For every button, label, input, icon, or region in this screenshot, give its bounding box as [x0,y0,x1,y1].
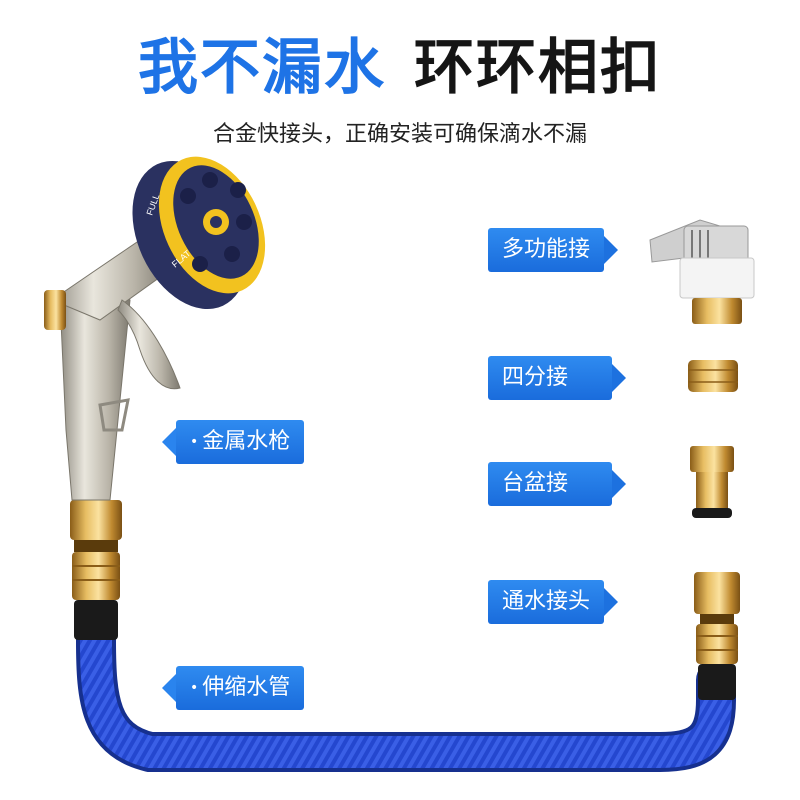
quarter-connector-label: 四分接 [488,356,626,400]
basin-connector [690,446,734,518]
headline: 我不漏水环环相扣 [0,30,800,106]
water-connector [694,572,740,700]
subheadline: 合金快接头，正确安装可确保滴水不漏 [212,122,587,147]
multi-function-connector [649,219,755,324]
metal-gun-label: •金属水枪 [161,420,305,464]
headline-part1: 我不漏水 [138,33,386,103]
expand-hose-label: •伸缩水管 [161,666,305,710]
quarter-connector [688,360,738,392]
basin-connector-label: 台盆接 [488,462,626,506]
headline-part2: 环环相扣 [414,33,662,103]
expandable-hose [76,620,736,772]
left-hose-fitting [70,500,122,640]
water-connector-label: 通水接头 [488,580,619,624]
multi-connector-label: 多功能接 [488,228,619,272]
metal-spray-gun: FULL FLAT [44,156,266,501]
